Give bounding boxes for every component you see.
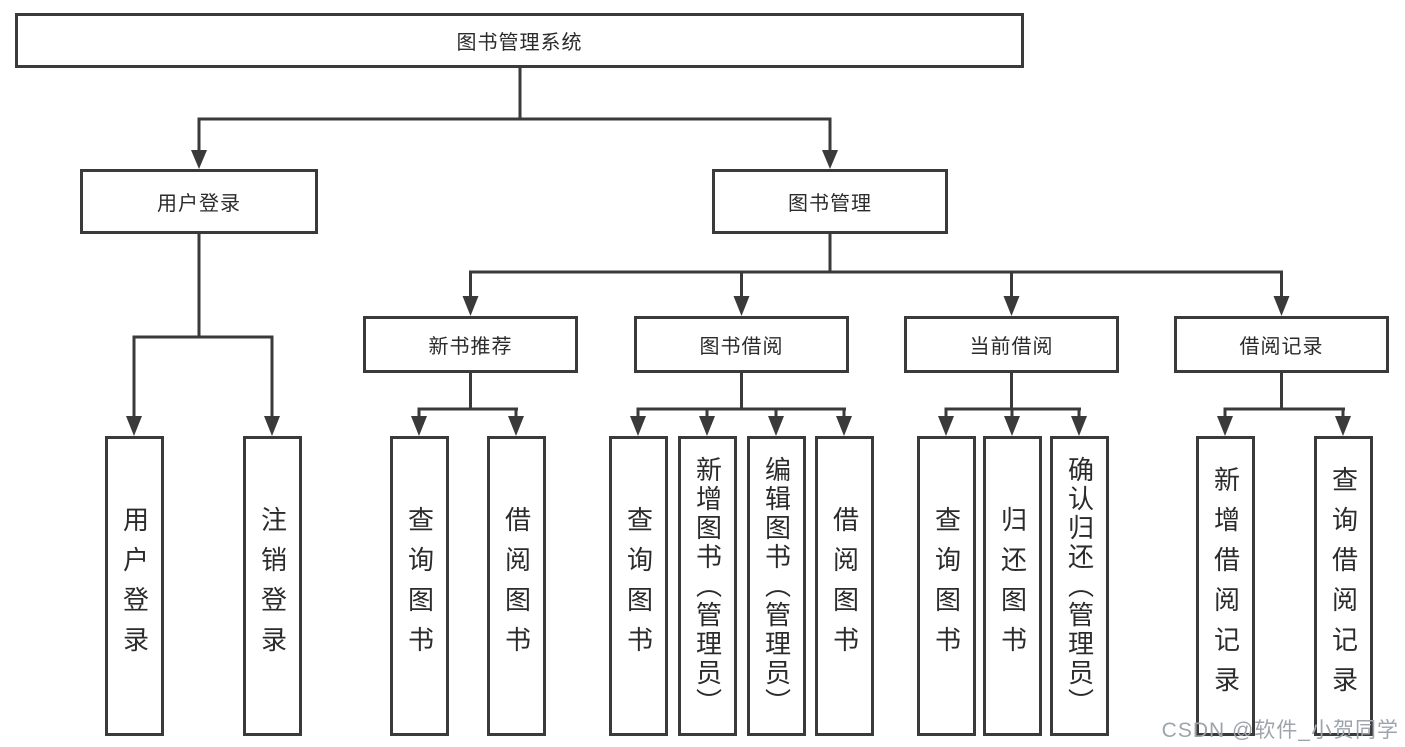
node-library-system: 图书管理系统	[15, 13, 1024, 68]
node-new-book-recommend-label: 新书推荐	[428, 336, 513, 358]
leaf-return-book: 归还图书	[983, 436, 1042, 736]
node-current-borrowing-label: 当前借阅	[969, 336, 1054, 358]
leaf-logout: 注销登录	[243, 436, 302, 736]
leaf-user-login-label: 用户登录	[119, 506, 150, 666]
node-new-book-recommend: 新书推荐	[363, 316, 578, 373]
leaf-query-books-2: 查询图书	[609, 436, 668, 736]
node-book-borrowing: 图书借阅	[634, 316, 849, 373]
leaf-borrow-books-1: 借阅图书	[487, 436, 546, 736]
leaf-add-borrow-record: 新增借阅记录	[1196, 436, 1255, 736]
node-borrowing-records: 借阅记录	[1174, 316, 1389, 373]
csdn-watermark: CSDN @软件_小贺同学	[1161, 719, 1399, 742]
leaf-query-borrow-record: 查询借阅记录	[1314, 436, 1373, 736]
leaf-query-borrow-record-label: 查询借阅记录	[1328, 466, 1359, 706]
leaf-logout-label: 注销登录	[257, 506, 288, 666]
leaf-query-books-2-label: 查询图书	[623, 506, 654, 666]
leaf-query-books-3: 查询图书	[917, 436, 976, 736]
node-current-borrowing: 当前借阅	[904, 316, 1119, 373]
leaf-add-book-admin-label: 新增图书（管理员）	[692, 455, 723, 717]
leaf-return-book-label: 归还图书	[997, 506, 1028, 666]
node-user-login: 用户登录	[80, 169, 318, 234]
node-library-system-label: 图书管理系统	[456, 32, 583, 54]
node-user-login-label: 用户登录	[157, 193, 241, 215]
leaf-borrow-books-1-label: 借阅图书	[501, 506, 532, 666]
leaf-query-books-3-label: 查询图书	[931, 506, 962, 666]
leaf-borrow-books-2: 借阅图书	[815, 436, 874, 736]
leaf-edit-book-admin-label: 编辑图书（管理员）	[761, 455, 792, 717]
node-borrowing-records-label: 借阅记录	[1239, 336, 1324, 358]
leaf-query-books-1-label: 查询图书	[404, 506, 435, 666]
node-book-borrowing-label: 图书借阅	[699, 336, 784, 358]
leaf-user-login: 用户登录	[105, 436, 164, 736]
leaf-borrow-books-2-label: 借阅图书	[829, 506, 860, 666]
leaf-add-borrow-record-label: 新增借阅记录	[1210, 466, 1241, 706]
node-book-management: 图书管理	[712, 169, 948, 234]
leaf-edit-book-admin: 编辑图书（管理员）	[747, 436, 806, 736]
leaf-add-book-admin: 新增图书（管理员）	[678, 436, 737, 736]
leaf-confirm-return-admin-label: 确认归还（管理员）	[1064, 455, 1095, 717]
leaf-query-books-1: 查询图书	[390, 436, 449, 736]
leaf-confirm-return-admin: 确认归还（管理员）	[1050, 436, 1109, 736]
node-book-management-label: 图书管理	[788, 193, 872, 215]
